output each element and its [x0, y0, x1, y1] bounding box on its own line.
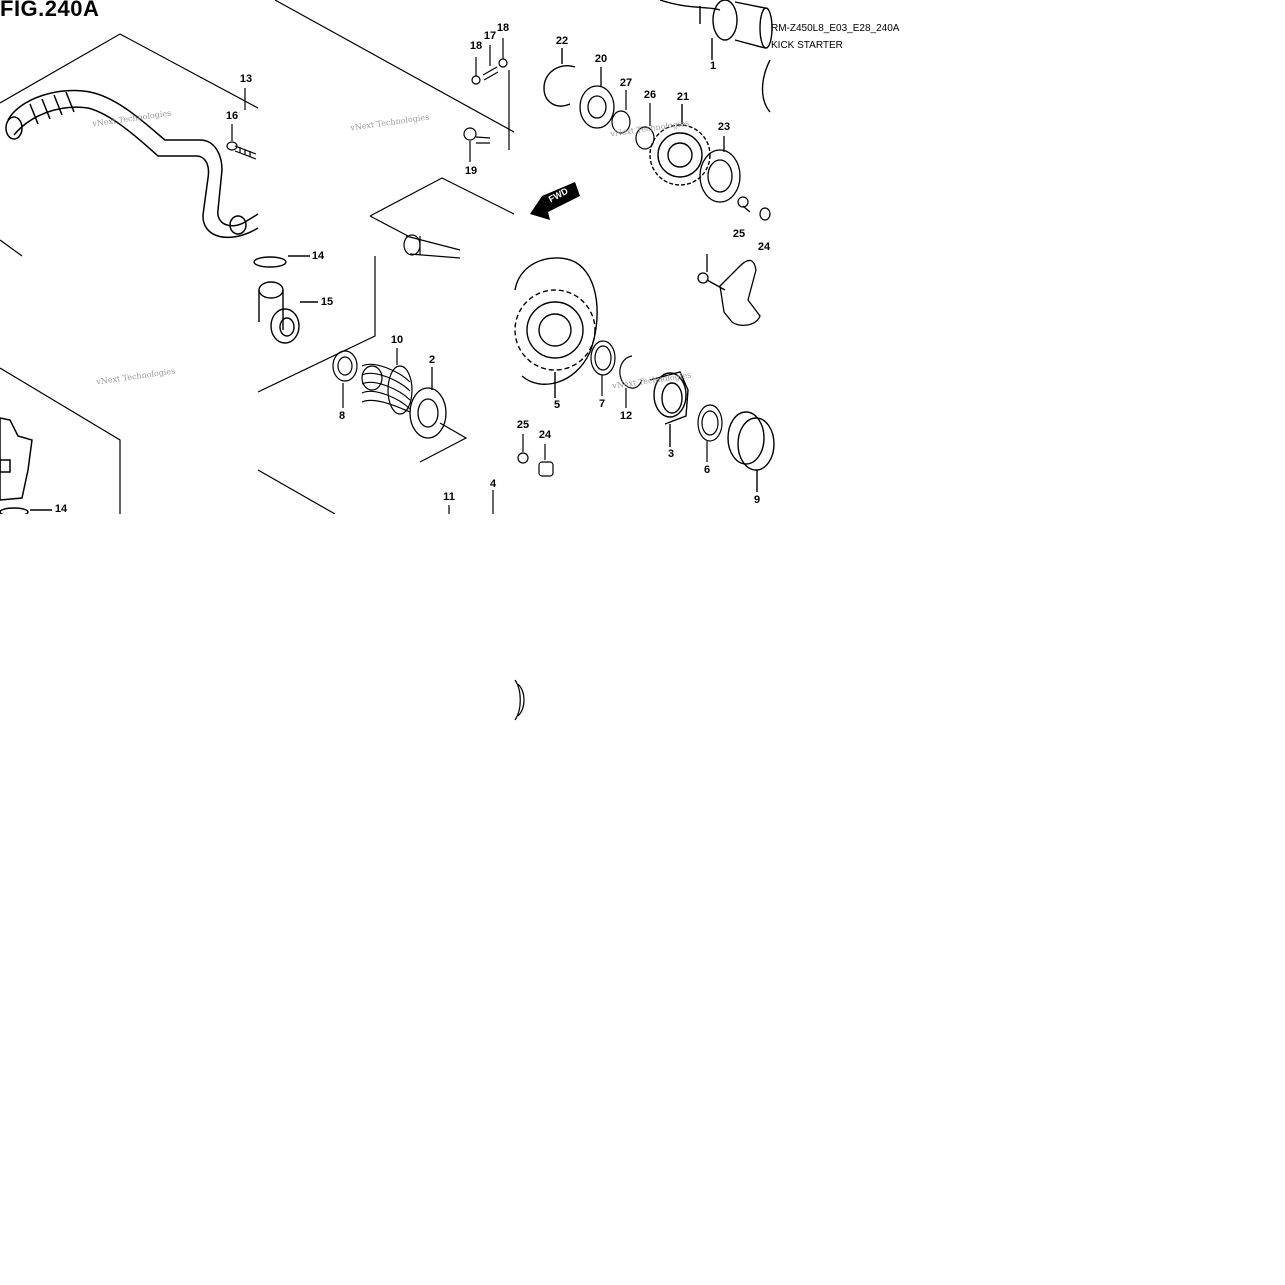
partial-ring-drawing [514, 679, 525, 721]
callout-1: 1 [709, 60, 717, 72]
callout-17: 17 [483, 30, 497, 42]
callout-21: 21 [676, 91, 690, 103]
circlip-22-drawing [543, 48, 576, 107]
bolt-25-upper-drawing [737, 196, 771, 221]
callout-24-b: 24 [538, 429, 552, 441]
callout-11: 11 [443, 491, 455, 503]
ring-26-drawing [635, 103, 655, 150]
lower-left-lever-drawing [0, 417, 52, 517]
callout-14-b: 14 [54, 503, 68, 515]
callout-27: 27 [619, 77, 633, 89]
callout-7: 7 [598, 398, 606, 410]
callout-15: 15 [320, 296, 334, 308]
callout-9: 9 [753, 494, 761, 506]
needle-bearing-drawing [403, 234, 461, 259]
part-15-shaft-drawing [253, 255, 318, 344]
callout-10: 10 [390, 334, 404, 346]
fwd-arrow-drawing [530, 182, 580, 220]
washer-23-drawing [699, 136, 741, 203]
spring-9-drawing [727, 411, 775, 492]
washer-6-drawing [697, 404, 723, 462]
circlip-12-drawing [619, 355, 643, 408]
callout-19: 19 [464, 165, 478, 177]
washer-20-drawing [579, 67, 615, 129]
bolt-16-drawing [226, 141, 257, 160]
ring-27-drawing [611, 90, 631, 134]
callout-8: 8 [338, 410, 346, 422]
shaft-1-drawing [659, 0, 773, 113]
callout-24: 24 [757, 241, 771, 253]
callout-5: 5 [553, 399, 561, 411]
callout-3: 3 [667, 448, 675, 460]
callout-4: 4 [489, 478, 497, 490]
model-code: RM-Z450L8_E03_E28_240A [771, 23, 900, 34]
callout-22: 22 [555, 35, 569, 47]
callout-6: 6 [703, 464, 711, 476]
bolt-19-drawing [463, 127, 491, 162]
callout-2: 2 [428, 354, 436, 366]
callout-25-b: 25 [516, 419, 530, 431]
bolt-25-lower-drawing [517, 434, 554, 477]
section-name: KICK STARTER [771, 40, 843, 51]
parts-17-18-drawing [471, 38, 510, 150]
kick-lever-drawing [5, 89, 259, 239]
callout-13: 13 [239, 73, 253, 85]
callout-14: 14 [311, 250, 325, 262]
callout-23: 23 [717, 121, 731, 133]
kick-lever-panel-outline [0, 33, 259, 514]
gear-5-drawing [514, 257, 598, 398]
bracket-drawing [697, 254, 761, 327]
callout-18: 18 [469, 40, 483, 52]
ratchet-3-drawing [649, 371, 689, 447]
callout-26: 26 [643, 89, 657, 101]
middle-panel-outline [257, 0, 515, 515]
callout-20: 20 [594, 53, 608, 65]
gear-21-drawing [649, 104, 711, 186]
callout-16: 16 [225, 110, 239, 122]
callout-25: 25 [732, 228, 746, 240]
callout-12: 12 [619, 410, 633, 422]
ring-7-drawing [590, 340, 616, 396]
spring-10-drawing [332, 348, 413, 415]
figure-title: FIG.240A [0, 0, 100, 21]
plate-2-drawing [409, 367, 447, 439]
callout-18-b: 18 [496, 22, 510, 34]
